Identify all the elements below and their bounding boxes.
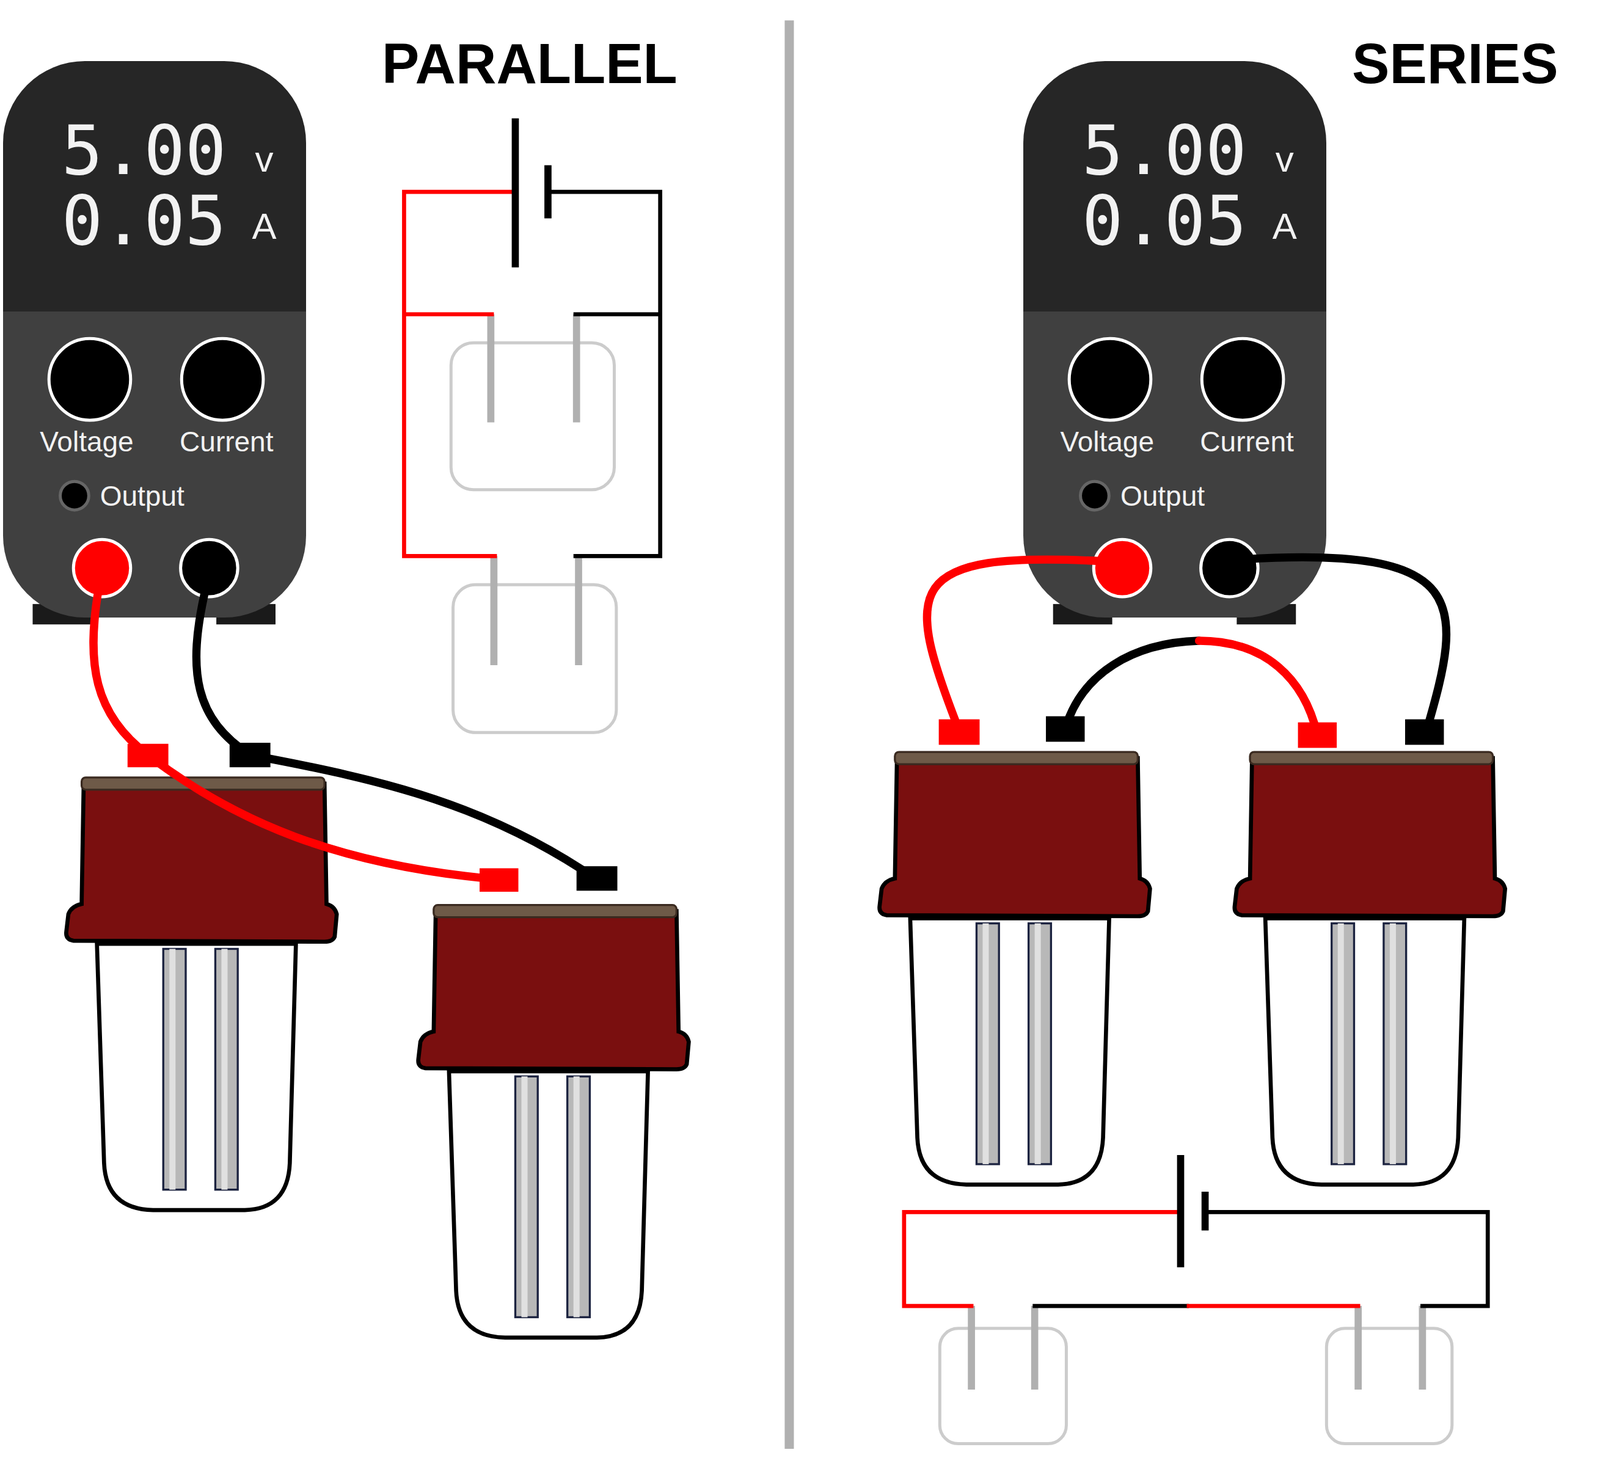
text-holder: Voltage (39, 426, 134, 458)
unit-label: A (1272, 206, 1297, 247)
knob-label: Voltage (39, 426, 134, 458)
text-holder: Output (1120, 480, 1205, 512)
knob-label: Current (179, 426, 274, 458)
text-holder: 5.00 (1081, 113, 1247, 189)
text-holder: 5.00 (61, 113, 227, 189)
display-voltage: 5.00 (1081, 113, 1247, 189)
text-holder: 0.05 (1081, 183, 1247, 260)
unit-label: A (252, 206, 277, 247)
display-current: 0.05 (1081, 183, 1247, 260)
switch-label: Output (100, 480, 185, 512)
unit-label: v (255, 139, 274, 180)
panel-title: SERIES (1351, 33, 1558, 96)
text-holder: Output (100, 480, 185, 512)
text-holder: Current (1199, 426, 1294, 458)
text-holder: v (1275, 139, 1294, 180)
unit-label: v (1275, 139, 1294, 180)
power-supply: 5.00 v 0.05 A Voltage CurrentOutput (1023, 61, 1327, 618)
panel-title: PARALLEL (381, 33, 678, 96)
text-holder: SERIES (1351, 33, 1558, 96)
knob-label: Current (1199, 426, 1294, 458)
display-voltage: 5.00 (61, 113, 227, 189)
display-current: 0.05 (61, 183, 227, 260)
switch-label: Output (1120, 480, 1205, 512)
text-holder: Voltage (1059, 426, 1154, 458)
text-holder: 0.05 (61, 183, 227, 260)
power-supply: 5.00 v 0.05 A Voltage CurrentOutput (3, 61, 307, 618)
text-holder: v (255, 139, 274, 180)
text-holder: A (252, 206, 277, 247)
text-holder: A (1272, 206, 1297, 247)
text-holder: PARALLEL (381, 33, 678, 96)
text-holder: Current (179, 426, 274, 458)
knob-label: Voltage (1059, 426, 1154, 458)
